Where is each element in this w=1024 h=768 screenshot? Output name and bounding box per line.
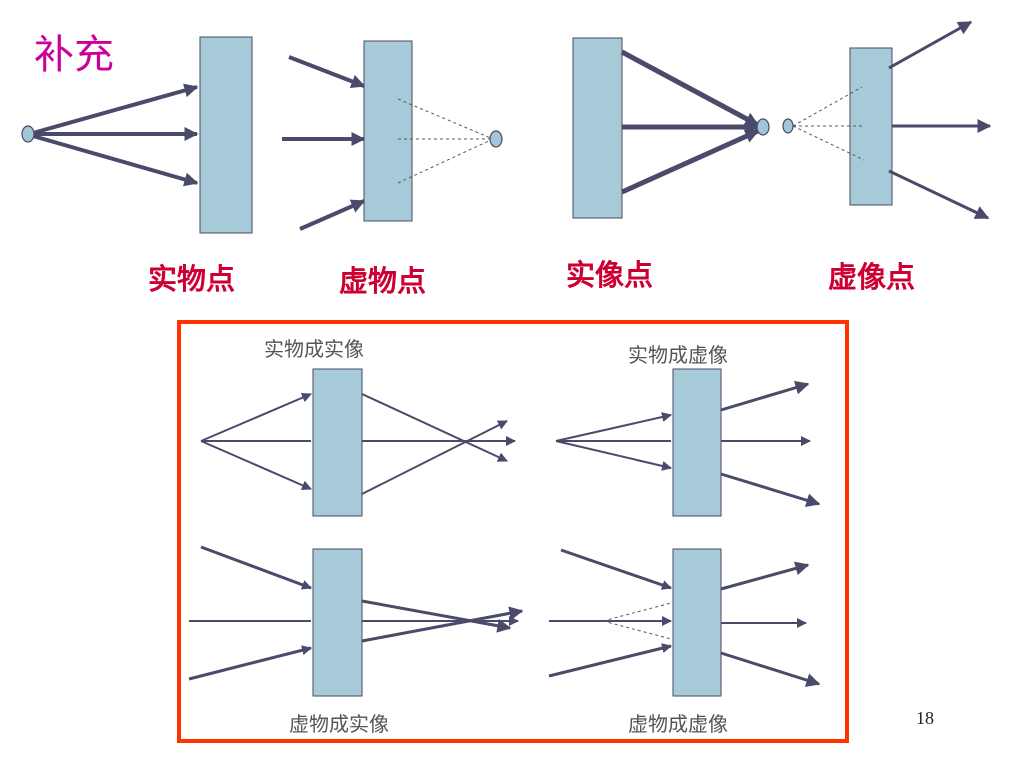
label-virtual-object-point: 虚物点: [339, 264, 427, 298]
slide-title: 补充: [34, 32, 114, 78]
diagram-real-obj-real-img: [200, 368, 516, 517]
lens-3: [572, 37, 623, 219]
label-virtual-image-point: 虚像点: [828, 260, 916, 294]
diagram-real-object-point: [21, 36, 253, 234]
diagram-virtual-obj-virtual-img: [548, 548, 821, 697]
diagram-real-obj-virtual-img: [555, 368, 821, 517]
label-real-image-point: 实像点: [566, 258, 654, 292]
lens-4: [849, 47, 893, 206]
caption-virtual-obj-virtual-img: 虚物成虚像: [628, 712, 728, 736]
caption-virtual-obj-real-img: 虚物成实像: [289, 712, 389, 736]
real-object-point-dot: [21, 125, 35, 143]
lens-a: [312, 368, 363, 517]
lens-d: [672, 548, 722, 697]
diagram-virtual-obj-real-img: [188, 545, 524, 697]
virtual-image-point-dot: [782, 118, 794, 134]
diagram-real-image-point: [572, 37, 770, 219]
caption-real-obj-virtual-img: 实物成虚像: [628, 343, 728, 367]
lens-c: [312, 548, 363, 697]
caption-real-obj-real-img: 实物成实像: [264, 337, 364, 361]
lens-b: [672, 368, 722, 517]
page-number: 18: [916, 708, 934, 728]
diagram-virtual-image-point: [782, 20, 992, 220]
label-real-object-point: 实物点: [148, 262, 236, 296]
lens-2: [363, 40, 413, 222]
diagram-virtual-object-point: [282, 40, 503, 231]
summary-frame: [177, 320, 849, 743]
virtual-object-point-dot: [489, 130, 503, 148]
real-image-point-dot: [756, 118, 770, 136]
lens-1: [199, 36, 253, 234]
